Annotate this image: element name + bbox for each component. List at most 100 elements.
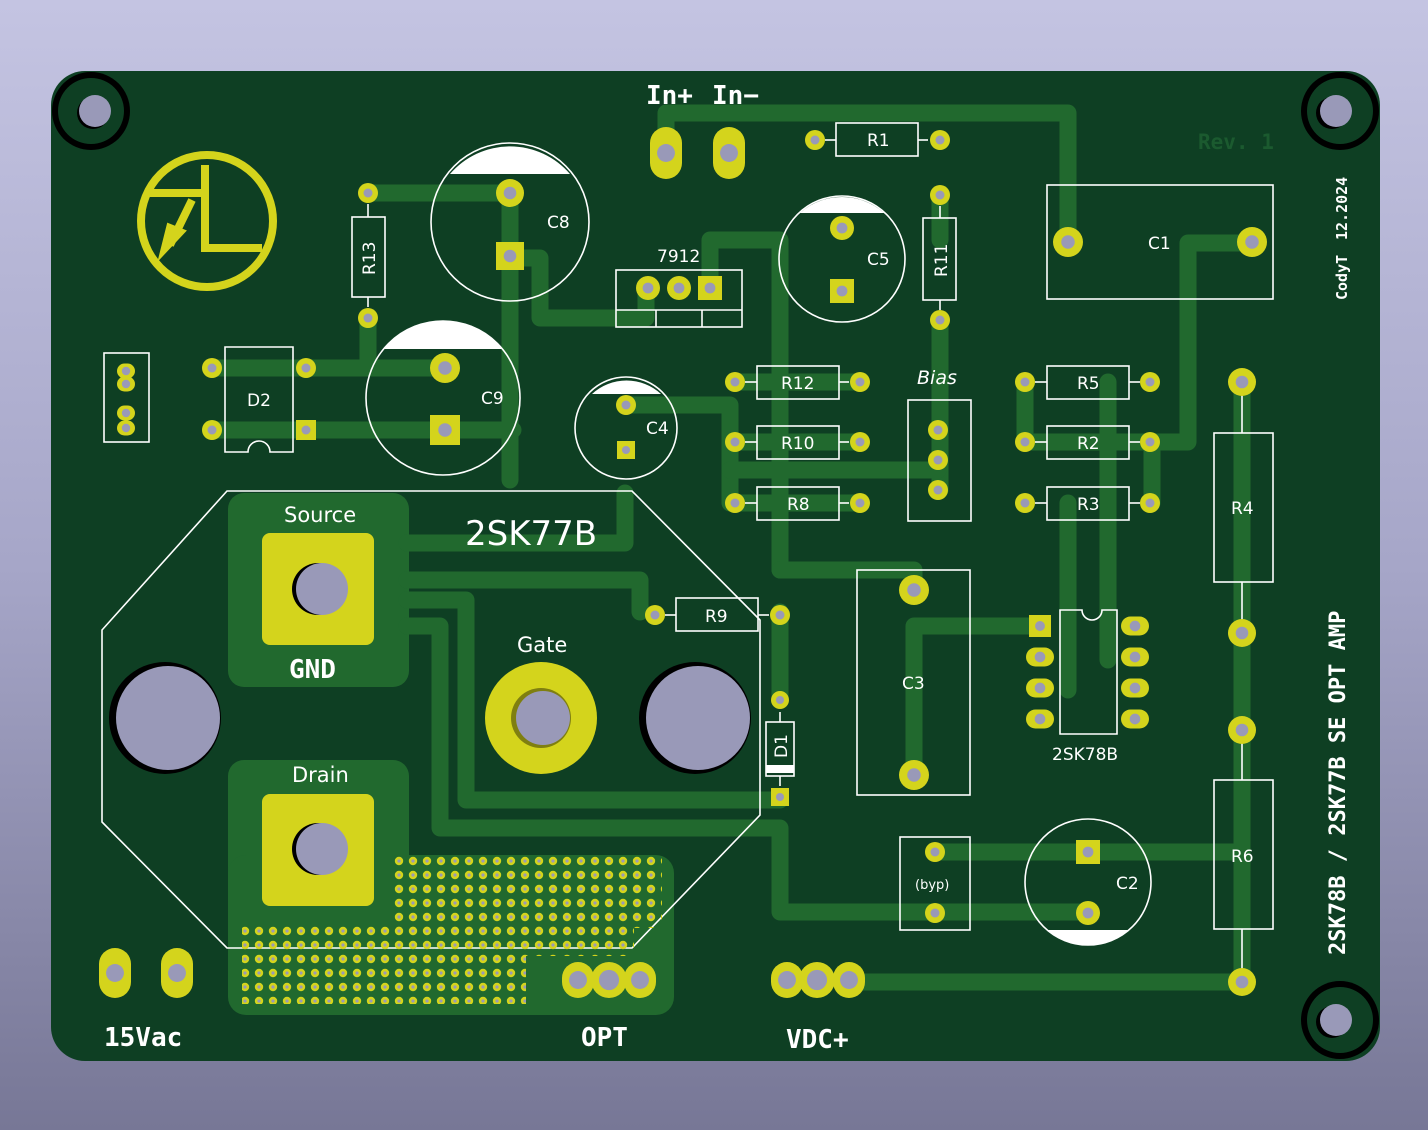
pad-drill	[121, 366, 131, 376]
author-label: CodyT	[1333, 255, 1351, 300]
pad-drill	[730, 377, 740, 387]
pad-drill	[775, 695, 785, 705]
label-r8: R8	[787, 495, 810, 515]
label-d1: D1	[772, 734, 792, 758]
pad-drill	[935, 315, 945, 325]
pad-drill	[704, 282, 716, 294]
pad-drill	[775, 610, 785, 620]
cap-polarity-bands	[384, 146, 1129, 946]
pad-drill	[775, 792, 785, 802]
label-c5: C5	[867, 250, 890, 270]
pad-drill	[933, 455, 943, 465]
pad-drill	[836, 222, 848, 234]
pad-drill	[673, 282, 685, 294]
pad-drill	[438, 423, 452, 437]
pad-drill	[1129, 713, 1141, 725]
pad-drill	[657, 144, 675, 162]
label-7912: 7912	[657, 247, 700, 267]
label-r11: R11	[932, 244, 952, 277]
label-2sk78b: 2SK78B	[1052, 745, 1118, 765]
label-d2: D2	[247, 391, 271, 411]
pad-drill	[1235, 975, 1249, 989]
pad-drill	[836, 285, 848, 297]
pad-drill	[930, 847, 940, 857]
pad-drill	[121, 379, 131, 389]
revision-label: Rev. 1	[1198, 130, 1274, 154]
pad-drill	[1145, 437, 1155, 447]
pad-drill	[1034, 682, 1046, 694]
pad-drill	[1020, 437, 1030, 447]
pad-drill	[168, 964, 186, 982]
pad-drill	[1235, 626, 1249, 640]
pad-drill	[907, 768, 921, 782]
pad-drill	[207, 425, 217, 435]
pad-drill	[730, 498, 740, 508]
label-c8: C8	[547, 213, 570, 233]
pad-drill	[720, 144, 738, 162]
source-label: Source	[284, 503, 356, 527]
pad-drill	[810, 135, 820, 145]
pad-drill	[1235, 723, 1249, 737]
pad-drill	[631, 971, 649, 989]
label-bias: Bias	[917, 367, 957, 389]
pad-drill	[621, 445, 631, 455]
connector-label-15vac: 15Vac	[104, 1023, 182, 1053]
pad-drill	[598, 969, 620, 991]
pad-drill	[1145, 377, 1155, 387]
pad-drill	[1034, 713, 1046, 725]
copper-traces	[203, 104, 1259, 991]
connector-label-in-plus: In+	[646, 81, 693, 111]
label-r13: R13	[360, 242, 380, 275]
pad-drill	[1129, 682, 1141, 694]
pad-drill	[933, 485, 943, 495]
pad-drill	[1035, 621, 1045, 631]
pad-drill	[1020, 498, 1030, 508]
pad-drill	[1235, 375, 1249, 389]
pad-drill	[855, 437, 865, 447]
jfet-logo	[137, 151, 277, 291]
pad-drill	[1082, 846, 1094, 858]
pad-drill	[207, 363, 217, 373]
pad-drill	[106, 964, 124, 982]
pad-drill	[569, 971, 587, 989]
component-leads	[367, 139, 1243, 970]
pad-drill	[642, 282, 654, 294]
via-array	[242, 856, 662, 1004]
label-r10: R10	[781, 434, 814, 454]
label-r2: R2	[1077, 434, 1100, 454]
label-c2: C2	[1116, 874, 1139, 894]
gate-label: Gate	[517, 633, 567, 657]
pad-drill	[1034, 651, 1046, 663]
pad-drill	[1082, 907, 1094, 919]
pad-drill	[778, 971, 796, 989]
pad-drill	[650, 610, 660, 620]
label-r12: R12	[781, 374, 814, 394]
pad-drill	[806, 969, 828, 991]
pad-drill	[1061, 235, 1075, 249]
pad-drill	[503, 249, 517, 263]
silkscreen-text: In+ In− Rev. 1 CodyT 12.2024 2SK78B / 2S…	[104, 81, 1351, 1055]
connector-label-vdc: VDC+	[786, 1025, 849, 1055]
pad-drill	[840, 971, 858, 989]
pad-drill	[855, 498, 865, 508]
label-r5: R5	[1077, 374, 1100, 394]
label-c3: C3	[902, 674, 925, 694]
label-r4: R4	[1231, 499, 1254, 519]
label-c4: C4	[646, 419, 669, 439]
pad-drill	[121, 408, 131, 418]
pad-drill	[1129, 620, 1141, 632]
pad-drill	[363, 313, 373, 323]
pad-drill	[301, 363, 311, 373]
pad-drill	[363, 188, 373, 198]
power-transistor-pads	[109, 533, 751, 906]
label-byp: (byp)	[915, 878, 949, 893]
pad-drill	[621, 400, 631, 410]
pad-drill	[301, 425, 311, 435]
label-r9: R9	[705, 607, 728, 627]
mounting-holes	[52, 72, 1379, 1059]
date-label: 12.2024	[1333, 177, 1351, 240]
pad-drill	[1145, 498, 1155, 508]
pad-drill	[503, 186, 517, 200]
board-title: 2SK78B / 2SK77B SE OPT AMP	[1326, 611, 1351, 955]
label-r3: R3	[1077, 495, 1100, 515]
